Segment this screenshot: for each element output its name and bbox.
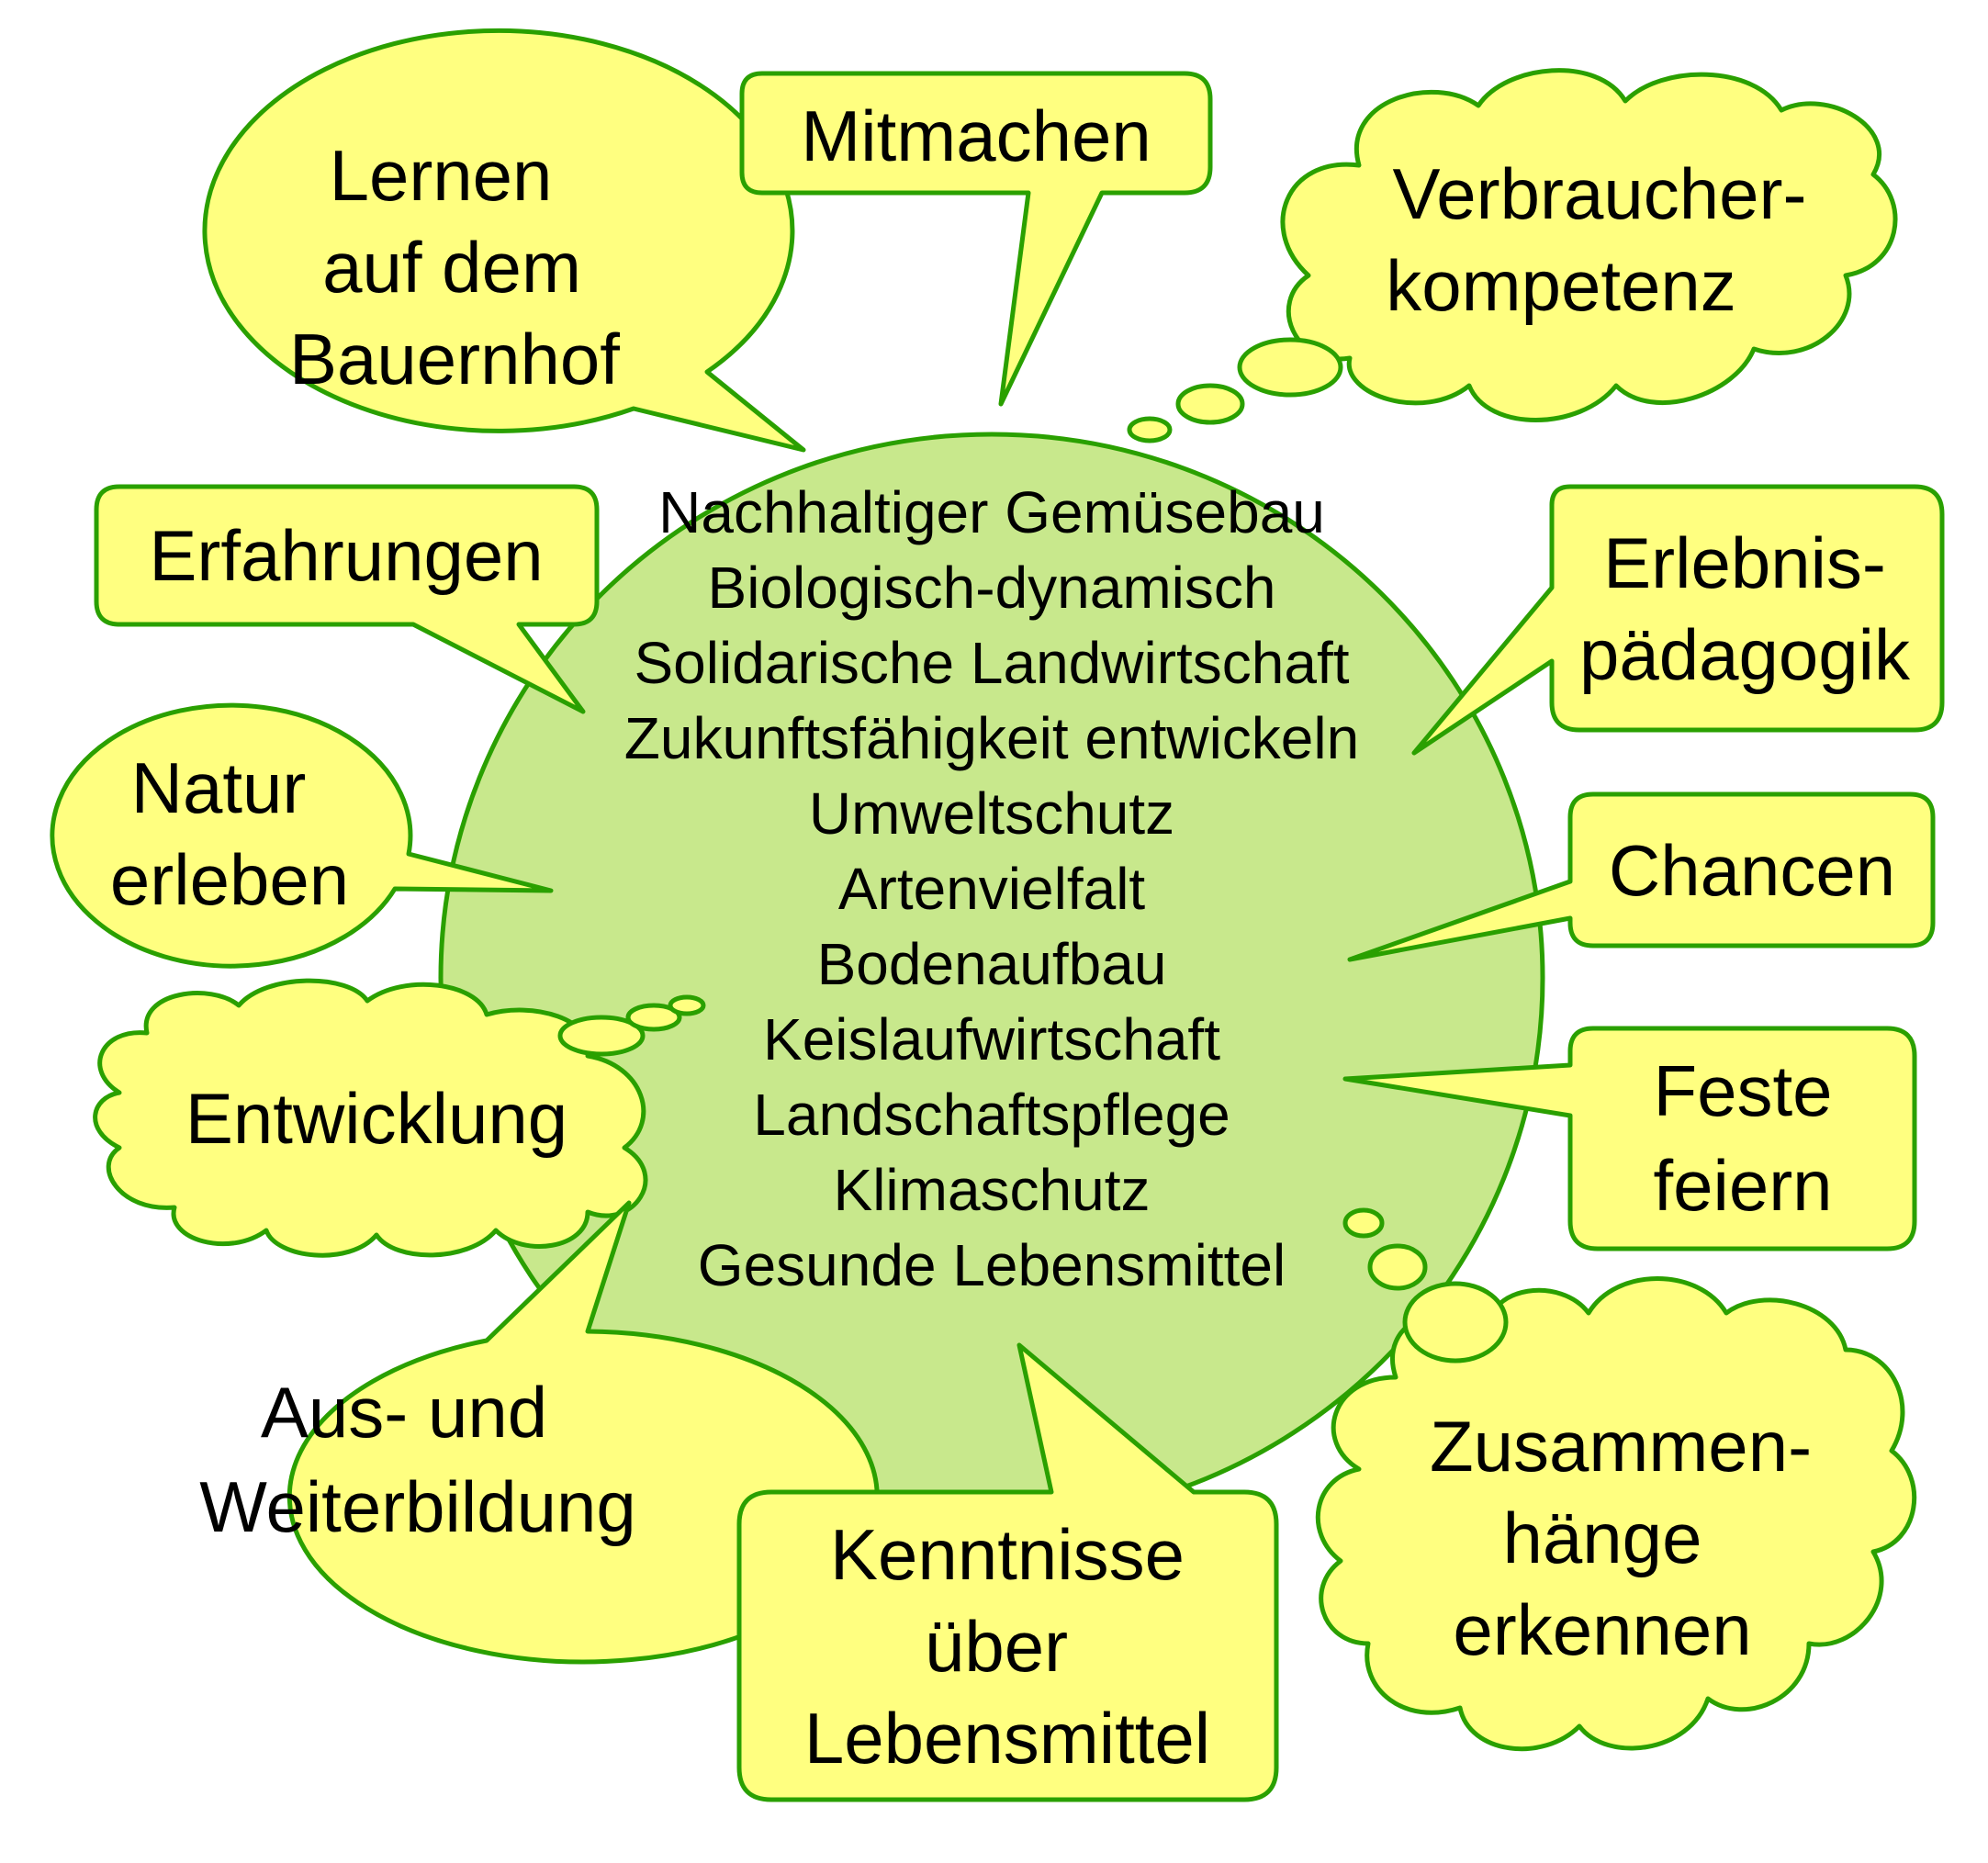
bubble-erlebnis-shape <box>1411 484 1945 756</box>
central-topic-text: Nachhaltiger Gemüsebau Biologisch-dynami… <box>624 479 1359 1298</box>
bubble-natur-shape <box>50 702 554 969</box>
bubble-verbraucher-shape <box>1127 68 1898 443</box>
bubble-ausbildung-text: Aus- und Weiterbildung <box>199 1372 636 1547</box>
bubble-label: Lebensmittel <box>804 1698 1210 1779</box>
center-line: Nachhaltiger Gemüsebau <box>658 479 1325 545</box>
bubble-label: kompetenz <box>1386 245 1736 326</box>
bubble-label: Kenntnisse <box>830 1514 1185 1595</box>
center-line: Zukunftsfähigkeit entwickeln <box>624 705 1359 771</box>
bubble-label: Lernen <box>330 135 553 216</box>
bubble-entwicklung-text: Entwicklung <box>185 1078 567 1159</box>
center-line: Umweltschutz <box>809 780 1174 847</box>
bubble-label: Natur <box>131 747 307 828</box>
bubble-label: Weiterbildung <box>199 1466 636 1547</box>
bubble-label: pädagogik <box>1579 614 1911 695</box>
bubble-erfahrungen-text: Erfahrungen <box>149 515 543 596</box>
center-line: Solidarische Landwirtschaft <box>634 630 1349 696</box>
bubble-label: Aus- und <box>261 1372 547 1453</box>
bubble-erlebnis-text: Erlebnis- pädagogik <box>1579 522 1911 695</box>
bubble-zusammen-text: Zusammen- hänge erkennen <box>1430 1406 1812 1670</box>
bubble-label: Erlebnis- <box>1603 522 1886 603</box>
bubble-mitmachen-shape <box>739 71 1213 407</box>
bubble-natur-text: Natur erleben <box>110 747 349 920</box>
center-line: Artenvielfalt <box>838 856 1146 922</box>
bubble-label: Verbraucher- <box>1393 153 1807 234</box>
bubble-label: Bauernhof <box>289 319 620 399</box>
bubble-mitmachen-text: Mitmachen <box>801 95 1151 176</box>
bubble-label: erkennen <box>1453 1589 1751 1670</box>
bubble-label: erleben <box>110 839 349 920</box>
center-line: Gesunde Lebensmittel <box>698 1232 1286 1298</box>
bubble-label: auf dem <box>322 227 581 308</box>
center-line: Keislaufwirtschaft <box>763 1006 1220 1072</box>
bubble-lernen-text: Lernen auf dem Bauernhof <box>289 135 620 399</box>
bubble-zusammen-shape <box>1315 1207 1917 1752</box>
bubble-kenntnisse-text: Kenntnisse über Lebensmittel <box>804 1514 1210 1779</box>
bubble-label: feiern <box>1653 1145 1832 1226</box>
bubble-label: über <box>925 1606 1068 1687</box>
bubble-ausbildung-shape <box>286 1200 880 1665</box>
bubble-feste-text: Feste feiern <box>1653 1050 1832 1226</box>
bubble-chancen-shape <box>1347 791 1936 962</box>
bubble-erfahrungen-shape <box>94 484 600 714</box>
center-line: Biologisch-dynamisch <box>708 555 1276 621</box>
bubble-verbraucher-text: Verbraucher- kompetenz <box>1386 153 1806 326</box>
bubble-label: Feste <box>1653 1050 1832 1131</box>
center-line: Bodenaufbau <box>817 931 1167 997</box>
bubble-feste-shape <box>1342 1026 1917 1251</box>
bubble-label: Zusammen- <box>1430 1406 1812 1487</box>
center-line: Klimaschutz <box>834 1157 1151 1223</box>
bubble-entwicklung-shape <box>93 978 706 1258</box>
bubble-label: hänge <box>1503 1498 1702 1578</box>
center-line: Landschaftspflege <box>753 1082 1230 1148</box>
bubble-kenntnisse-shape <box>736 1342 1279 1802</box>
bubble-chancen-text: Chancen <box>1609 830 1895 911</box>
